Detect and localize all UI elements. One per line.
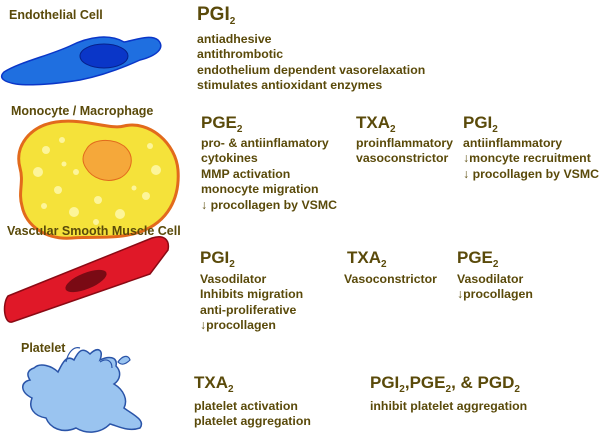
effect-item: stimulates antioxidant enzymes — [197, 78, 383, 93]
endothelial-pgi2-block: PGI2 antiadhesive antithrombotic endothe… — [197, 5, 425, 94]
effect-item: endothelium dependent vasorelaxation — [197, 62, 426, 77]
monocyte-pgi2-effects: antiinflammatory ↓moncyte recruitment ↓ … — [463, 136, 599, 182]
monocyte-cell-shape — [17, 119, 180, 240]
platelet-inhibitors-effects: inhibit platelet aggregation — [370, 399, 527, 414]
vsmc-txa2-effects: Vasoconstrictor — [344, 272, 437, 287]
effect-item: antiinflammatory — [463, 136, 563, 150]
effect-item: Inhibits migration — [200, 287, 304, 302]
effect-item: Vasodilator — [457, 272, 524, 286]
effect-item: ↓moncyte recruitment — [463, 151, 591, 166]
vsmc-pgi2-effects: Vasodilator Inhibits migration anti-prol… — [200, 272, 303, 334]
platelet-txa2-block: TXA2 platelet activation platelet aggreg… — [194, 373, 311, 430]
monocyte-cell-label: Monocyte / Macrophage — [11, 104, 154, 118]
monocyte-txa2-heading: TXA2 — [356, 113, 396, 135]
platelet-cell-shape — [22, 347, 143, 433]
monocyte-pge2-heading: PGE2 — [201, 113, 243, 135]
monocyte-txa2-effects: proinflammatory vasoconstrictor — [356, 136, 453, 167]
effect-item: cytokines — [201, 151, 258, 166]
platelet-txa2-effects: platelet activation platelet aggregation — [194, 399, 311, 430]
monocyte-pgi2-heading: PGI2 — [463, 113, 498, 135]
effect-item: MMP activation — [201, 166, 291, 181]
monocyte-pge2-block: PGE2 pro- & antiinflamatory cytokines MM… — [201, 113, 337, 213]
effect-item: pro- & antiinflamatory — [201, 136, 329, 150]
effect-item: proinflammatory — [356, 136, 454, 150]
vsmc-txa2-heading: TXA2 — [347, 248, 387, 270]
effect-item: antiadhesive — [197, 32, 272, 46]
vsmc-pge2-heading: PGE2 — [457, 248, 499, 270]
effect-item: monocyte migration — [201, 182, 319, 197]
effect-item: ↓procollagen — [457, 287, 533, 302]
effect-item: inhibit platelet aggregation — [370, 399, 528, 413]
effect-item: Vasoconstrictor — [344, 272, 437, 286]
vsmc-cell-label: Vascular Smooth Muscle Cell — [7, 224, 181, 238]
vsmc-pgi2-heading: PGI2 — [200, 248, 235, 270]
effect-item: ↓ procollagen by VSMC — [463, 166, 599, 181]
effect-item: anti-proliferative — [200, 302, 297, 317]
endothelial-cell-label: Endothelial Cell — [9, 8, 103, 22]
platelet-txa2-heading: TXA2 — [194, 373, 234, 395]
vsmc-txa2-block: TXA2 Vasoconstrictor — [344, 248, 437, 287]
vsmc-cell-shape — [3, 236, 170, 323]
endothelial-cell-shape — [0, 36, 162, 86]
vsmc-pgi2-block: PGI2 Vasodilator Inhibits migration anti… — [200, 248, 303, 334]
platelet-cell-label: Platelet — [21, 341, 66, 355]
effect-item: platelet aggregation — [194, 414, 311, 429]
monocyte-txa2-block: TXA2 proinflammatory vasoconstrictor — [356, 113, 453, 167]
monocyte-pgi2-block: PGI2 antiinflammatory ↓moncyte recruitme… — [463, 113, 599, 182]
effect-item: vasoconstrictor — [356, 151, 449, 166]
platelet-inhibitors-block: PGI2,PGE2, & PGD2 inhibit platelet aggre… — [370, 373, 527, 414]
effect-item: ↓procollagen — [200, 318, 276, 333]
endothelial-pgi2-effects: antiadhesive antithrombotic endothelium … — [197, 32, 425, 94]
endothelial-pgi2-heading: PGI2 — [197, 4, 236, 27]
vsmc-pge2-block: PGE2 Vasodilator ↓procollagen — [457, 248, 533, 303]
effect-item: antithrombotic — [197, 47, 284, 62]
effect-item: platelet activation — [194, 399, 298, 413]
vsmc-pge2-effects: Vasodilator ↓procollagen — [457, 272, 533, 303]
monocyte-pge2-effects: pro- & antiinflamatory cytokines MMP act… — [201, 136, 337, 213]
platelet-inhibitors-heading: PGI2,PGE2, & PGD2 — [370, 373, 520, 395]
effect-item: ↓ procollagen by VSMC — [201, 197, 337, 212]
effect-item: Vasodilator — [200, 272, 267, 286]
